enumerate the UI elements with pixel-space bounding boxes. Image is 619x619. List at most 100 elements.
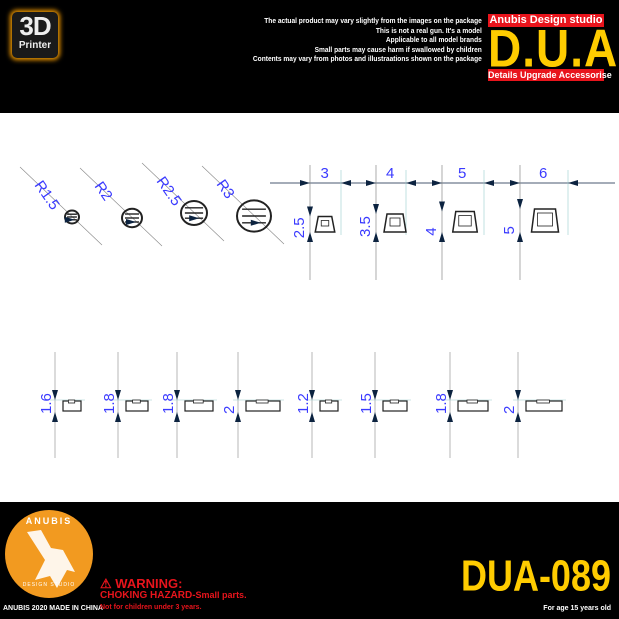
height-label: 4 (423, 227, 440, 235)
hazard-text: CHOKING HAZARD- (100, 590, 196, 601)
dimension-arrow (174, 390, 180, 400)
dimension-arrow (510, 180, 520, 186)
notice-line: The actual product may vary slightly fro… (264, 16, 482, 25)
dimension-arrow (372, 412, 378, 422)
brand-block: Anubis Design studio D.U.A Details Upgra… (488, 14, 619, 81)
part-detail (132, 399, 141, 404)
dimension-arrow (52, 390, 58, 400)
thickness-label: 1.8 (101, 393, 118, 414)
part-detail (389, 217, 401, 227)
radius-label: R2.5 (153, 174, 185, 210)
warning-heading: ⚠ WARNING: (100, 577, 182, 590)
notice-line: This is not a real gun. It's a model (376, 25, 482, 35)
dimension-arrow (439, 201, 445, 212)
part-detail (320, 220, 330, 227)
dimension-arrow (309, 412, 315, 422)
leader-line (19, 166, 103, 246)
part-detail (255, 399, 269, 404)
radius-label: R2 (91, 179, 116, 204)
part-detail (192, 399, 204, 404)
brand-tagline: Details Upgrade Accessorise (488, 69, 612, 81)
part-detail (537, 212, 553, 227)
trapezoid-part (530, 208, 560, 233)
anubis-logo-subtext: DESIGN STUDIO (22, 582, 76, 588)
trapezoid-part (383, 213, 407, 233)
dimension-arrow (115, 412, 121, 422)
3d-printer-logo: 3D Printer (12, 12, 58, 58)
dimension-arrow (64, 216, 75, 223)
thickness-label: 2 (501, 406, 518, 414)
dimension-arrow (515, 390, 521, 400)
thickness-label: 1.2 (295, 393, 312, 414)
thickness-label: 1.6 (38, 393, 55, 414)
dimension-arrow (126, 219, 136, 225)
radius-label: R1.5 (31, 178, 63, 214)
leader-line (141, 162, 225, 242)
trapezoid-part (451, 210, 479, 233)
dimension-arrow (515, 412, 521, 422)
dimension-arrow (447, 390, 453, 400)
dimension-arrow (341, 180, 351, 186)
dimension-arrow (517, 232, 523, 242)
dimension-arrow (484, 180, 494, 186)
dimension-arrow (235, 390, 241, 400)
thickness-label: 1.5 (358, 393, 375, 414)
radius-label: R3 (213, 177, 238, 202)
height-label: 5 (501, 226, 518, 234)
notice-line: Contents may vary from photos and illust… (253, 54, 482, 64)
part-outline (236, 199, 272, 233)
dimension-arrow (250, 219, 261, 226)
warning-text: WARNING: (115, 576, 183, 591)
dimension-arrow (366, 180, 376, 186)
height-label: 2.5 (291, 217, 308, 238)
made-in-label: ANUBIS 2020 MADE IN CHINA (3, 605, 103, 612)
disclaimer-notices: The actual product may vary slightly fro… (253, 16, 482, 64)
dimension-arrow (439, 232, 445, 242)
radius-part (180, 200, 208, 226)
dimension-arrow (52, 412, 58, 422)
anubis-head-icon (27, 530, 75, 588)
age-restriction-text: Not for children under 3 years. (100, 604, 202, 611)
width-label: 3 (321, 165, 329, 182)
height-label: 3.5 (357, 216, 374, 237)
part-detail (458, 215, 472, 227)
width-label: 6 (539, 165, 547, 182)
brand-logo: D.U.A (488, 18, 619, 78)
dimension-arrow (300, 180, 310, 186)
product-code: DUA-089 (460, 550, 611, 600)
warning-triangle-icon: ⚠ (100, 576, 112, 591)
part-detail (466, 399, 478, 404)
part-outline (180, 200, 208, 226)
dimension-arrow (373, 204, 379, 214)
dimension-arrow (174, 412, 180, 422)
dimension-arrow (568, 180, 578, 186)
thickness-label: 1.8 (160, 393, 177, 414)
dimension-arrow (517, 199, 523, 209)
width-label: 4 (386, 165, 394, 182)
dimension-arrow (406, 180, 416, 186)
leader-line (79, 167, 163, 247)
part-detail (536, 399, 550, 404)
age-label: For age 15 years old (543, 605, 611, 612)
part-detail (68, 399, 76, 404)
dimension-arrow (307, 232, 313, 242)
hazard-line: CHOKING HAZARD-Small parts. (100, 590, 247, 601)
logo-3d-text: 3D (19, 11, 51, 41)
notice-line: Small parts may cause harm if swallowed … (314, 44, 482, 54)
radius-part (236, 199, 272, 233)
dimension-arrow (235, 412, 241, 422)
logo-printer-text: Printer (18, 40, 52, 51)
width-label: 5 (458, 165, 466, 182)
dimension-arrow (189, 215, 200, 222)
dimension-arrow (372, 390, 378, 400)
part-outline (121, 207, 143, 229)
notice-line: Applicable to all model brands (386, 35, 482, 45)
studio-name: Anubis Design studio (488, 14, 604, 27)
hazard-small-text: Small parts. (195, 590, 247, 600)
dimension-arrow (309, 390, 315, 400)
dimension-arrow (307, 206, 313, 217)
radius-part (121, 207, 143, 229)
part-detail (389, 399, 400, 404)
